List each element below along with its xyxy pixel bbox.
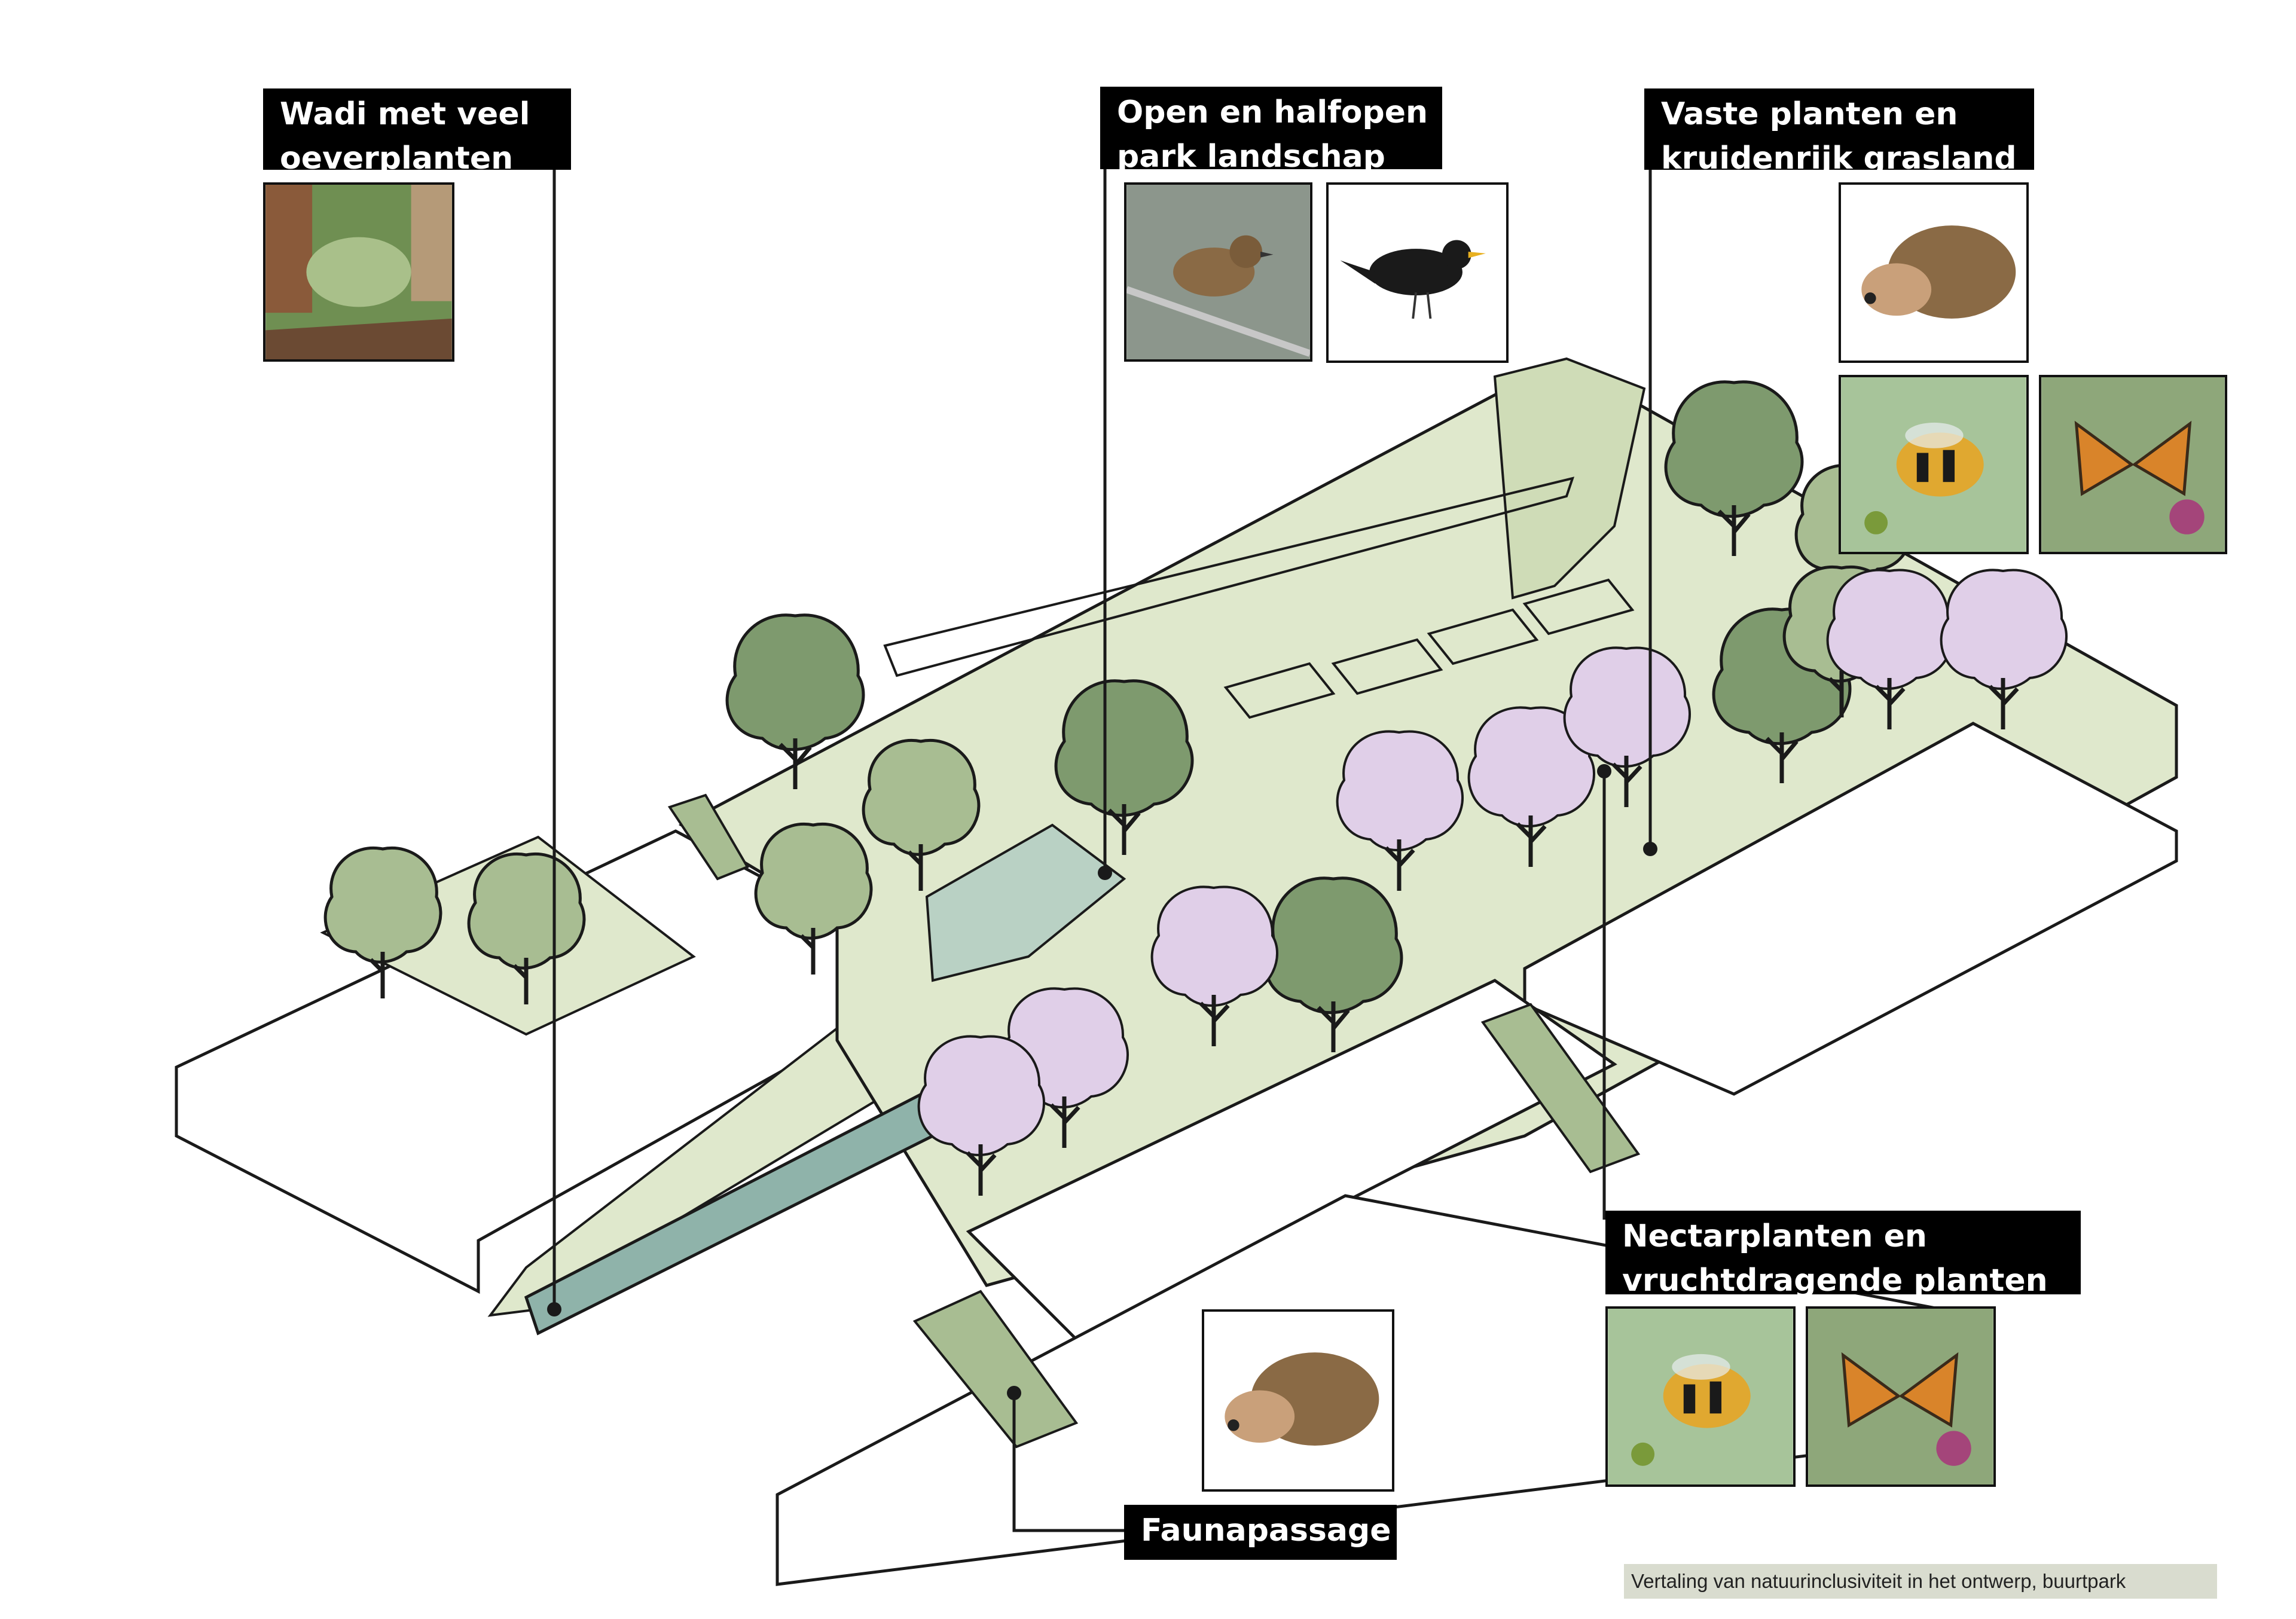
blackbird-photo	[1326, 182, 1509, 363]
label-wadi-line2: oeverplanten	[280, 140, 514, 176]
label-vaste: Vaste planten en kruidenrijk grasland	[1644, 88, 2034, 176]
wadi-photo	[263, 182, 454, 362]
bumblebee-photo	[1839, 375, 2029, 554]
label-park-line2: park landschap	[1117, 139, 1385, 175]
butterfly-photo	[2039, 375, 2227, 554]
label-vaste-line2: kruidenrijk grasland	[1661, 140, 2017, 176]
label-vaste-line1: Vaste planten en	[1661, 96, 1958, 132]
bumblebee-photo-2	[1605, 1306, 1796, 1487]
label-park-line1: Open en halfopen	[1117, 94, 1428, 130]
label-nectar: Nectarplanten en vruchtdragende planten	[1605, 1211, 2081, 1299]
label-wadi-line1: Wadi met veel	[280, 96, 530, 132]
hedgehog-photo-2	[1202, 1309, 1394, 1492]
hedgehog-photo	[1839, 182, 2029, 363]
label-nectar-line2: vruchtdragende planten	[1622, 1263, 2048, 1299]
figure-caption: Vertaling van natuurinclusiviteit in het…	[1624, 1564, 2217, 1599]
label-fauna-line1: Faunapassage	[1141, 1513, 1391, 1548]
sparrow-photo	[1124, 182, 1312, 362]
label-wadi: Wadi met veel oeverplanten	[263, 88, 571, 176]
label-fauna: Faunapassage	[1124, 1505, 1397, 1560]
label-park: Open en halfopen park landschap	[1100, 87, 1442, 175]
butterfly-photo-2	[1806, 1306, 1996, 1487]
label-nectar-line1: Nectarplanten en	[1622, 1218, 1927, 1254]
